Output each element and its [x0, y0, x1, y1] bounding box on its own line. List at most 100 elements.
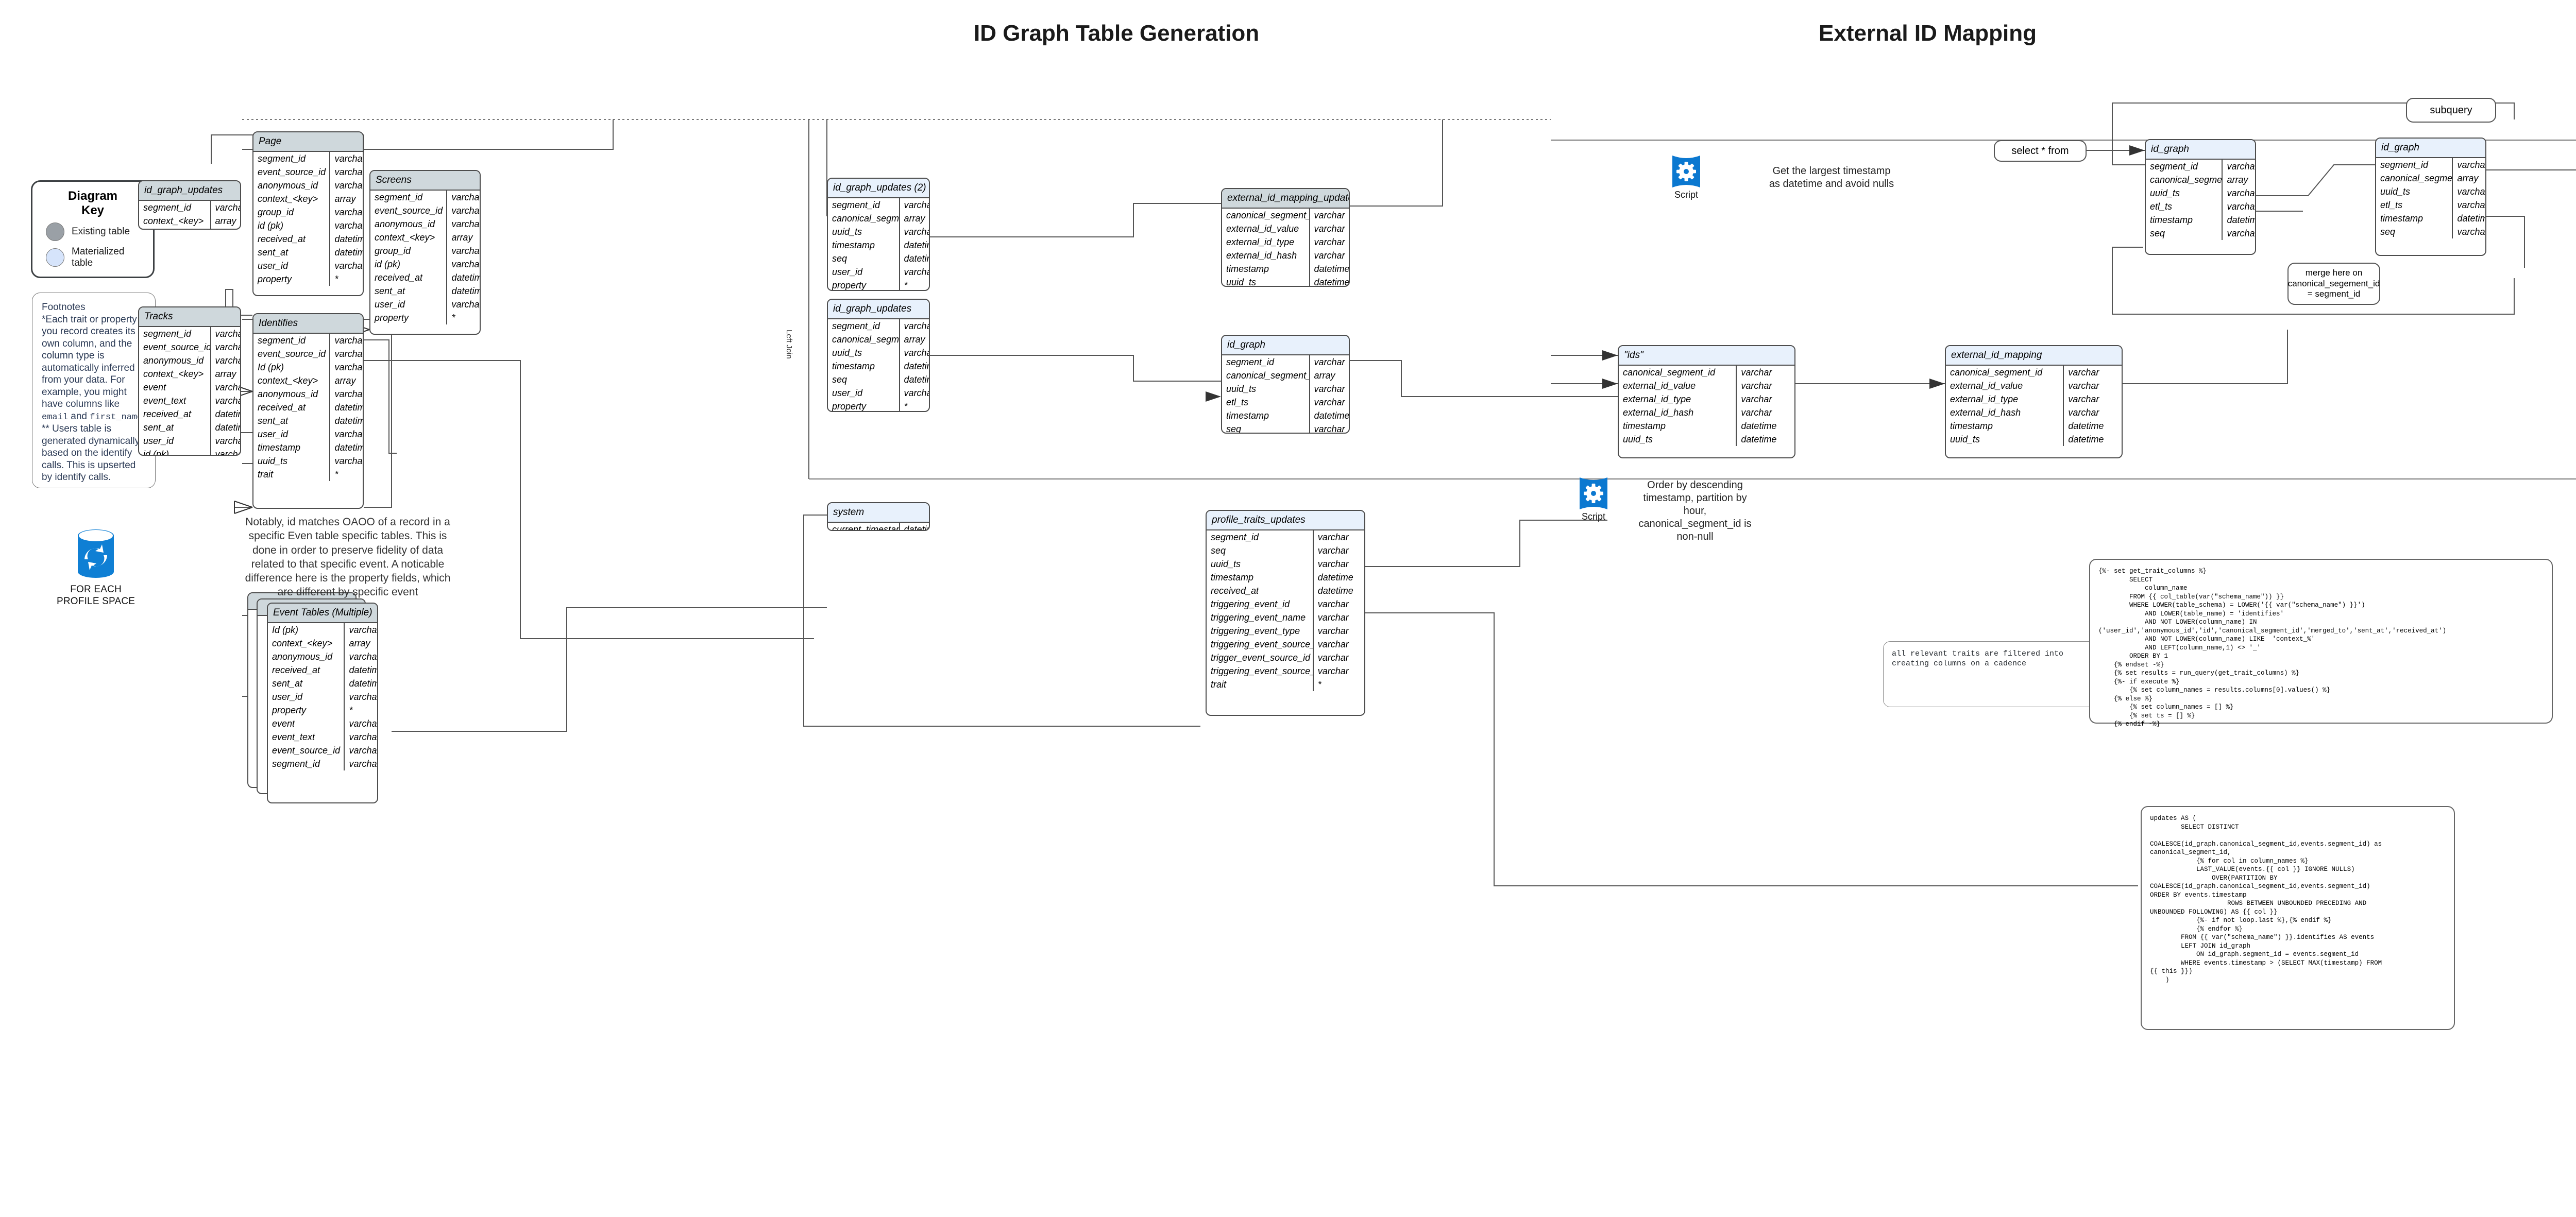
er-column-name: received_at [253, 401, 331, 414]
er-column-type: varchar [215, 449, 240, 456]
left-join-side-label: Left Join [785, 330, 793, 359]
er-column-name: timestamp [1222, 262, 1310, 276]
er-column-name: event_source_id [370, 204, 448, 217]
er-table-row: triggering_event_source_slugvarchar [1207, 664, 1364, 678]
existing-table-swatch-icon [46, 222, 64, 242]
er-column-name: uuid_ts [828, 225, 900, 238]
er-column-type: varchar [1314, 397, 1345, 407]
er-column-name: received_at [253, 232, 331, 246]
er-column-name: canonical_segment_id [2376, 172, 2453, 185]
er-column-name: event_source_id [268, 744, 345, 757]
er-column-type: datetime [904, 374, 929, 385]
er-column-type: varchar [215, 329, 240, 339]
er-column-type: datetime [349, 665, 377, 675]
er-table-row: property * [828, 279, 929, 290]
er-column-name: property [253, 272, 331, 286]
er-column-name: timestamp [1946, 419, 2064, 433]
er-column-name: property [828, 279, 900, 290]
er-column-type: varchar [1317, 559, 1349, 569]
er-column-type: varchar [2457, 227, 2485, 237]
er-column-name: received_at [139, 407, 211, 421]
er-table-row: context_<key>array [370, 231, 480, 244]
er-column-name: trait [139, 228, 211, 229]
er-table-row: id (pk)varchar [139, 448, 240, 456]
er-column-name: trait [1207, 678, 1314, 691]
er-column-name: anonymous_id [370, 217, 448, 231]
er-column-name: segment_id [139, 327, 211, 340]
er-column-type: varchar [334, 349, 363, 359]
er-column-name: segment_id [828, 198, 900, 212]
er-column-type: varchar [334, 180, 363, 191]
er-column-type: * [334, 469, 338, 479]
event-tables-note: Notably, id matches OAOO of a record in … [245, 516, 451, 598]
er-column-type: varchar [451, 259, 480, 269]
er-column-name: triggering_event_type [1207, 624, 1314, 638]
er-column-name: seq [2146, 227, 2223, 240]
er-column-name: external_id_hash [1222, 249, 1310, 262]
er-column-type: array [349, 638, 370, 648]
er-column-type: * [904, 280, 908, 290]
er-column-type: varchar [1314, 237, 1345, 247]
er-table-row: seqdatetime [828, 252, 929, 265]
er-column-name: anonymous_id [253, 387, 331, 401]
er-column-name: received_at [268, 663, 345, 677]
er-column-type: varchar [451, 219, 480, 229]
er-column-name: canonical_segment_id [1222, 369, 1310, 382]
er-column-type: varchar [1317, 599, 1349, 609]
er-table-row: Id (pk)varchar [268, 623, 377, 637]
er-column-type: varchar [334, 389, 363, 399]
er-column-name: segment_id [2376, 158, 2453, 172]
er-column-name: uuid_ts [2146, 186, 2223, 200]
er-column-name: segment_id [1207, 530, 1314, 544]
er-column-type: varchar [1317, 666, 1349, 676]
er-column-name: external_id_type [1222, 235, 1310, 249]
er-column-type: varchar [349, 692, 377, 702]
er-column-type: varchar [1317, 545, 1349, 556]
er-column-type: datetime [334, 442, 363, 453]
er-column-type: * [349, 705, 353, 715]
er-column-type: * [1317, 679, 1321, 690]
er-column-type: array [904, 334, 925, 345]
legend-item-existing: Existing table [46, 222, 153, 242]
diagram-key-title-line1: Diagram [67, 189, 118, 203]
er-column-name: uuid_ts [1222, 382, 1310, 396]
er-column-type: varchar [1741, 367, 1772, 378]
er-column-type: varchar [215, 355, 240, 366]
er-column-type: datetime [2227, 215, 2255, 225]
er-column-type: datetime [334, 234, 363, 244]
er-column-type: datetime [1741, 434, 1777, 444]
er-column-type: varchar [334, 167, 363, 177]
er-column-type: varchar [451, 299, 480, 310]
er-column-name: uuid_ts [253, 454, 331, 468]
er-column-type: varchar [451, 246, 480, 256]
er-column-name: timestamp [1207, 571, 1314, 584]
er-column-type: varchar [349, 759, 377, 769]
er-table-rows: segment_idvarcharevent_source_idvarchara… [139, 327, 240, 456]
er-column-name: segment_id [268, 757, 345, 770]
